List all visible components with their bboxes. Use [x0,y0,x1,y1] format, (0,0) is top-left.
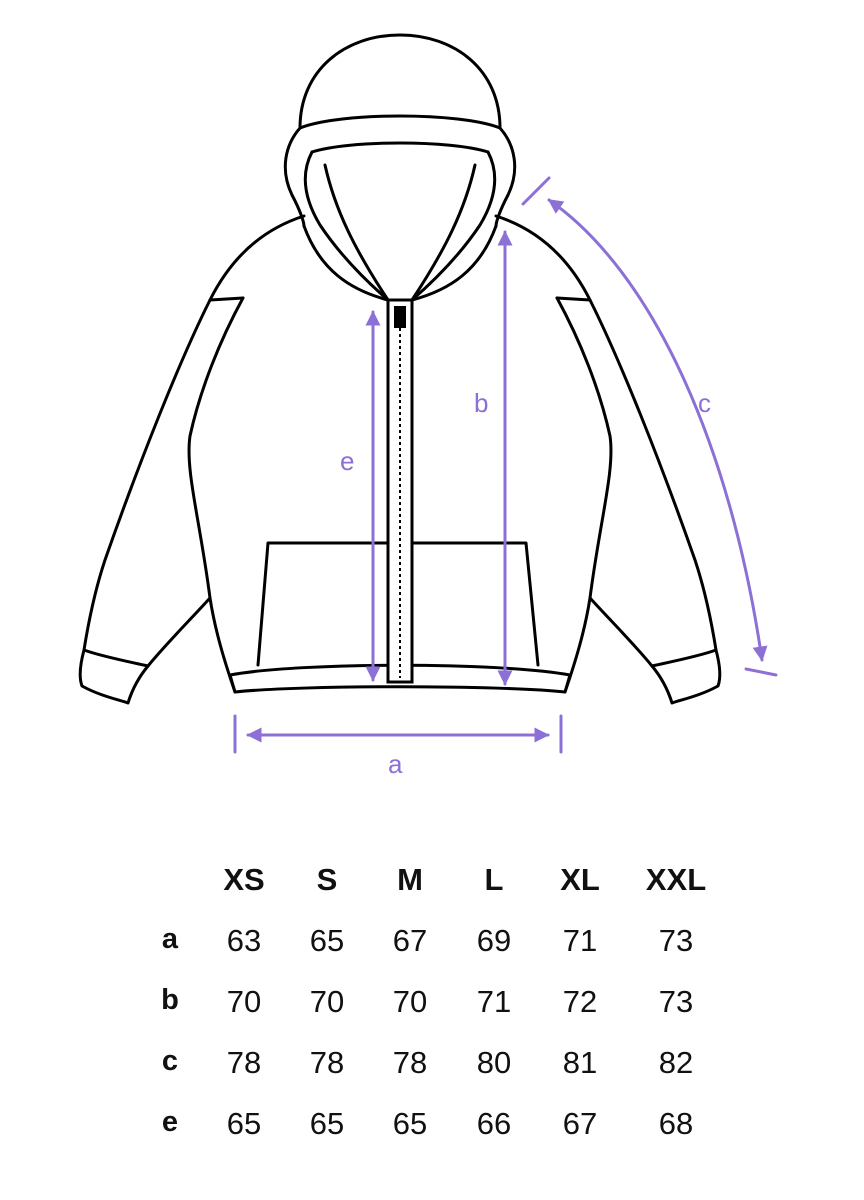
row-label: b [161,984,179,1016]
measure-e-label: e [340,446,354,476]
measure-c-label: c [698,388,711,418]
table-cell: 82 [658,1045,694,1080]
hoodie-measurement-diagram: e b c a [78,33,778,779]
row-label: c [161,1045,179,1077]
table-cell: 71 [562,923,598,958]
left-cuff [78,648,150,705]
right-cuff [650,648,722,705]
table-cell: 78 [309,1045,345,1080]
measure-c-arc [547,198,768,662]
measure-c-tick-start [521,176,551,206]
size-header-xl: XL [560,862,600,897]
left-sleeve-inner [146,296,245,668]
table-cell: 66 [476,1106,512,1141]
hood-crown [298,33,502,130]
left-sleeve-seam [208,296,245,302]
table-cell: 80 [476,1045,512,1080]
hood-collar [302,224,498,302]
left-shoulder-sleeve [82,214,306,652]
row-label: a [161,923,179,955]
size-header-xs: XS [223,862,265,897]
right-sleeve-inner [555,296,654,668]
table-cell: 81 [562,1045,598,1080]
table-cell: 67 [392,923,428,958]
hoodie-outline [78,33,722,705]
right-sleeve-seam [555,296,592,302]
hood-inner [303,150,497,302]
hood-opening [298,114,502,154]
table-row-e: e 65 65 65 66 67 68 [0,1106,864,1154]
hood-drape [323,163,477,302]
measure-c-tick-end [744,667,778,677]
size-header-s: S [316,862,338,897]
table-cell: 65 [309,923,345,958]
size-header-l: L [484,862,504,897]
size-header-row: XS S M L XL XXL [0,862,864,910]
row-label: e [161,1106,179,1138]
table-cell: 70 [309,984,345,1019]
hood-rim-outer [283,126,517,228]
table-row-c: c 78 78 78 80 81 82 [0,1045,864,1093]
table-cell: 72 [562,984,598,1019]
size-header-xxl: XXL [645,862,707,897]
kangaroo-pocket [256,541,540,667]
table-cell: 70 [392,984,428,1019]
table-cell: 78 [392,1045,428,1080]
table-cell: 71 [476,984,512,1019]
table-cell: 63 [226,923,262,958]
table-cell: 65 [226,1106,262,1141]
table-cell: 69 [476,923,512,958]
table-row-b: b 70 70 70 71 72 73 [0,984,864,1032]
table-cell: 70 [226,984,262,1019]
table-cell: 65 [309,1106,345,1141]
measure-b-label: b [474,388,488,418]
table-cell: 73 [658,923,694,958]
table-cell: 67 [562,1106,598,1141]
table-cell: 73 [658,984,694,1019]
measure-a-label: a [388,749,403,779]
size-header-m: M [397,862,423,897]
table-row-a: a 63 65 67 69 71 73 [0,923,864,971]
table-cell: 65 [392,1106,428,1141]
table-cell: 68 [658,1106,694,1141]
table-cell: 78 [226,1045,262,1080]
zipper-pull [394,306,406,328]
